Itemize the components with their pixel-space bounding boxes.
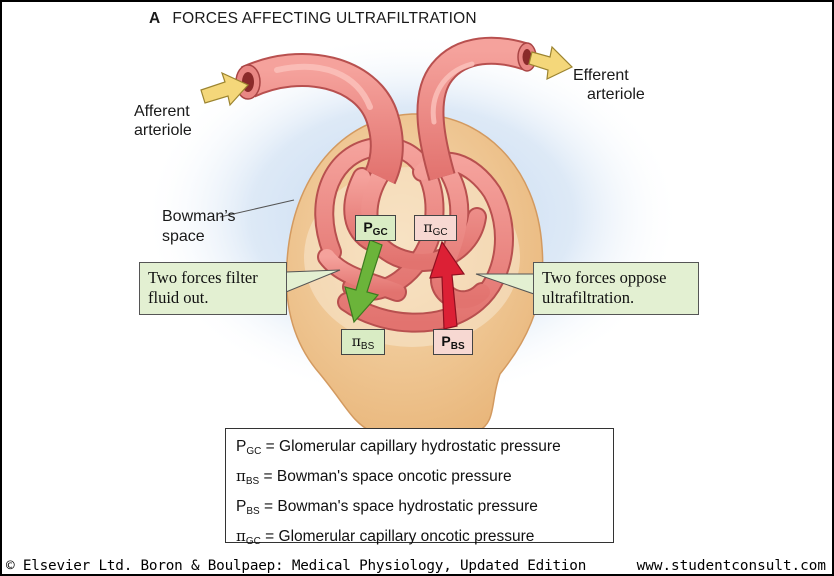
oppose-callout-line1: Two forces oppose: [542, 268, 667, 287]
pbs-sub: BS: [450, 341, 465, 352]
panel-letter: A: [149, 10, 161, 27]
oppose-arrow: [429, 240, 466, 330]
afferent-label-line2: arteriole: [134, 122, 192, 139]
website-footer[interactable]: www.studentconsult.com: [636, 558, 826, 574]
figure-title: A FORCES AFFECTING ULTRAFILTRATION: [149, 10, 477, 28]
efferent-flow-arrow: [528, 45, 574, 81]
legend-box: PGC = Glomerular capillary hydrostatic p…: [225, 428, 614, 547]
legend-subscript: BS: [245, 476, 260, 487]
pbs-label: PBS: [433, 329, 473, 355]
pigc-base: π: [423, 220, 433, 236]
legend-row-pigc: πGC = Glomerular capillary oncotic press…: [236, 524, 613, 554]
legend-text: = Glomerular capillary hydrostatic press…: [261, 438, 561, 455]
legend-text: = Bowman's space oncotic pressure: [259, 468, 512, 485]
legend-symbol: π: [236, 527, 246, 545]
afferent-label-line1: Afferent: [134, 103, 190, 120]
legend-symbol: P: [236, 498, 247, 515]
legend-row-pgc: PGC = Glomerular capillary hydrostatic p…: [236, 434, 613, 464]
oppose-callout: Two forces oppose ultrafiltration.: [533, 262, 699, 315]
filter-arrow: [344, 239, 383, 324]
afferent-flow-arrow: [200, 71, 249, 107]
pbs-base: P: [441, 333, 451, 349]
title-text: FORCES AFFECTING ULTRAFILTRATION: [172, 10, 477, 27]
legend-subscript: GC: [245, 536, 261, 547]
oppose-callout-line2: ultrafiltration.: [542, 288, 635, 307]
efferent-label: Efferent arteriole: [573, 66, 645, 104]
pigc-sub: GC: [432, 227, 448, 238]
legend-text: = Bowman's space hydrostatic pressure: [259, 498, 538, 515]
pgc-label: PGC: [355, 215, 396, 241]
filter-callout-line1: Two forces filter: [148, 268, 258, 287]
legend-row-pibs: πBS = Bowman's space oncotic pressure: [236, 464, 613, 494]
filter-callout: Two forces filter fluid out.: [139, 262, 287, 315]
pibs-label: πBS: [341, 329, 385, 355]
bowman-space-label: Bowman’s space: [162, 207, 236, 247]
bowman-label-line1: Bowman’s: [162, 208, 236, 225]
legend-symbol: P: [236, 438, 247, 455]
legend-row-pbs: PBS = Bowman's space hydrostatic pressur…: [236, 494, 613, 524]
legend-symbol: π: [236, 467, 246, 485]
bowman-leader-line: [219, 199, 295, 218]
pigc-label: πGC: [414, 215, 457, 241]
copyright-footer: © Elsevier Ltd. Boron & Boulpaep: Medica…: [6, 558, 587, 574]
pgc-sub: GC: [372, 227, 388, 238]
efferent-label-line2: arteriole: [587, 86, 645, 103]
legend-subscript: BS: [246, 506, 260, 517]
pgc-base: P: [363, 219, 373, 235]
filter-callout-line2: fluid out.: [148, 288, 209, 307]
bowman-label-line2: space: [162, 228, 205, 245]
legend-text: = Glomerular capillary oncotic pressure: [260, 528, 535, 545]
pibs-sub: BS: [360, 341, 375, 352]
efferent-label-line1: Efferent: [573, 67, 629, 84]
legend-subscript: GC: [246, 446, 262, 457]
afferent-label: Afferent arteriole: [134, 102, 192, 140]
pibs-base: π: [351, 334, 361, 350]
